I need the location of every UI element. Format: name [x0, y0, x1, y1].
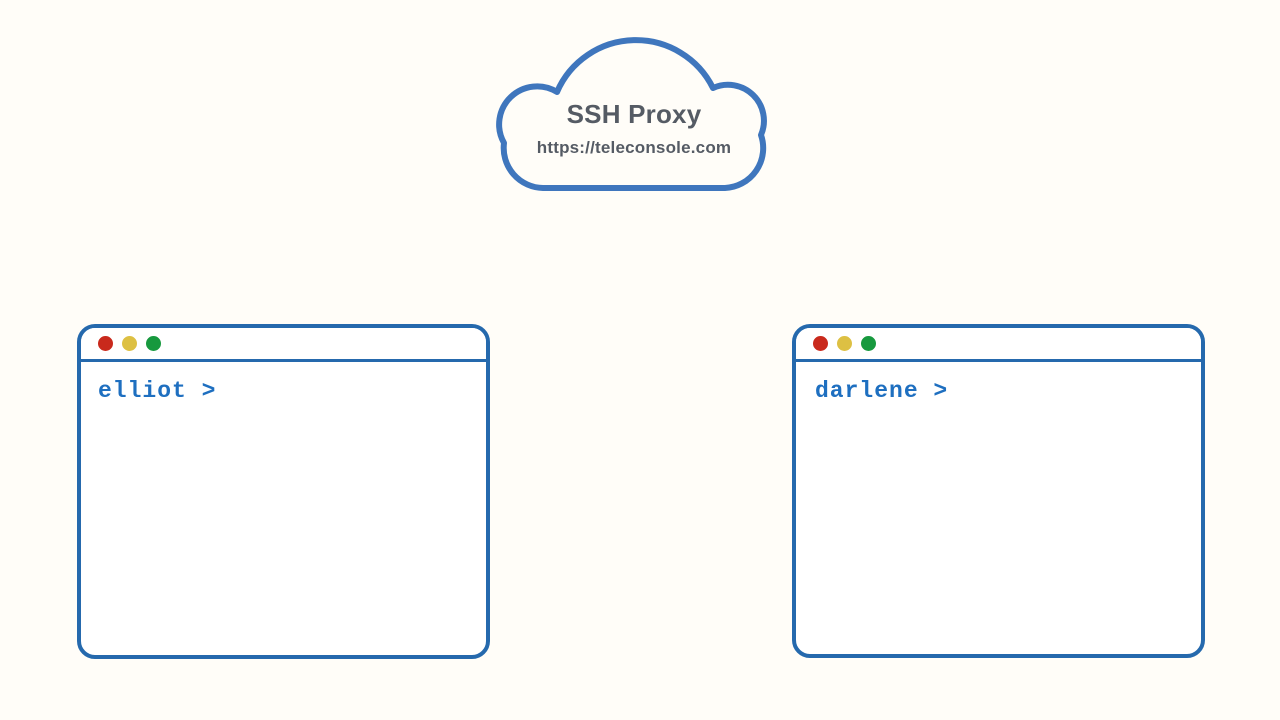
- terminal-prompt: darlene >: [815, 378, 949, 404]
- terminal-window-elliot: elliot >: [77, 324, 490, 659]
- close-button[interactable]: [813, 336, 828, 351]
- minimize-button[interactable]: [122, 336, 137, 351]
- terminal-body[interactable]: darlene >: [796, 362, 1201, 654]
- zoom-button[interactable]: [146, 336, 161, 351]
- terminal-body[interactable]: elliot >: [81, 362, 486, 655]
- zoom-button[interactable]: [861, 336, 876, 351]
- terminal-window-darlene: darlene >: [792, 324, 1205, 658]
- close-button[interactable]: [98, 336, 113, 351]
- terminal-titlebar: [81, 328, 486, 362]
- cloud-url: https://teleconsole.com: [536, 138, 732, 157]
- ssh-proxy-cloud: SSH Proxy https://teleconsole.com: [496, 35, 767, 191]
- minimize-button[interactable]: [837, 336, 852, 351]
- terminal-titlebar: [796, 328, 1201, 362]
- terminal-prompt: elliot >: [98, 378, 217, 404]
- cloud-title: SSH Proxy: [566, 99, 702, 129]
- cloud-icon: [496, 37, 767, 191]
